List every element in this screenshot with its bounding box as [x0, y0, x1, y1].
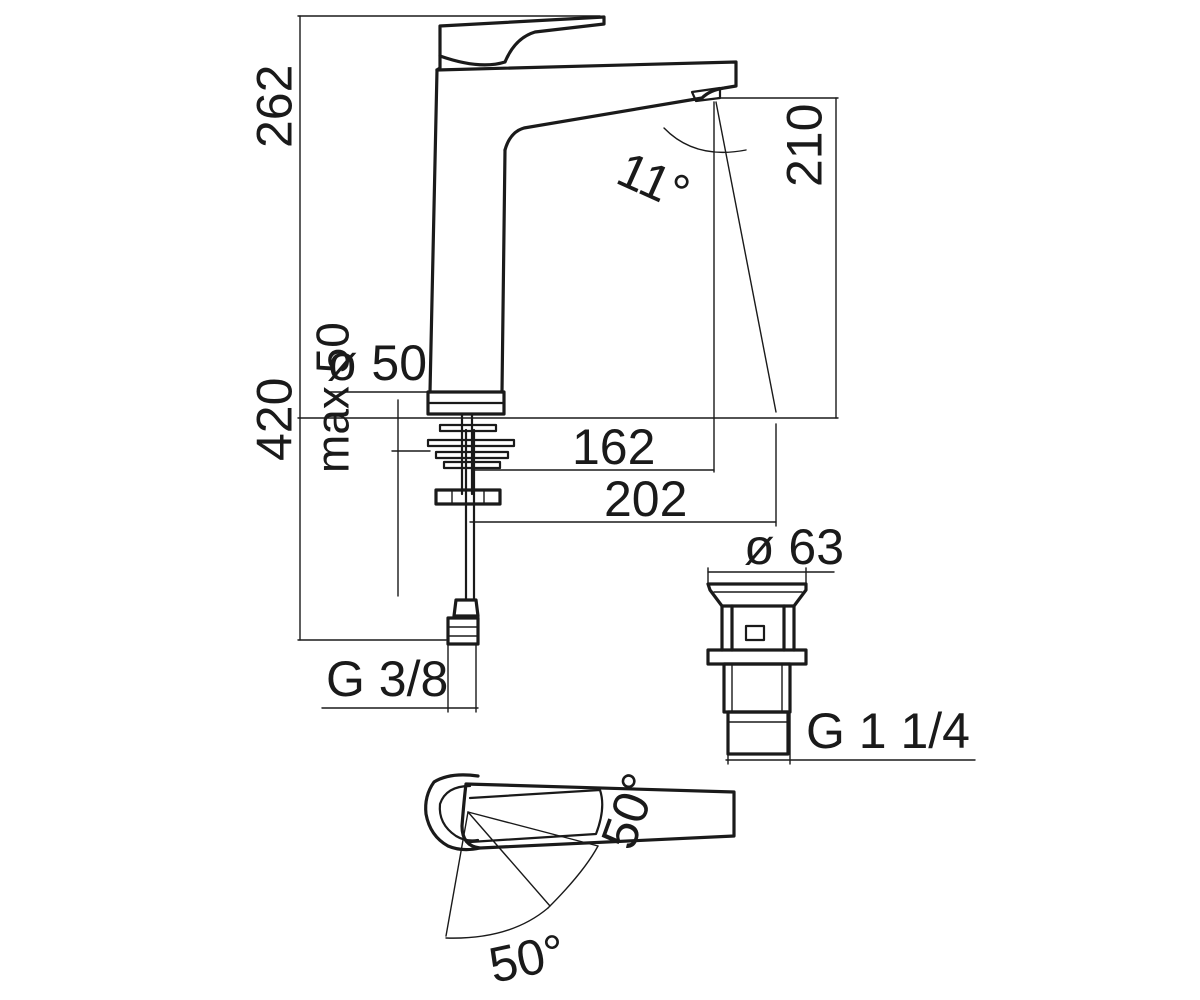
faucet-side-view [426, 15, 738, 416]
spout [435, 60, 738, 152]
overall-reach-label: 202 [604, 471, 687, 527]
spout-height-label: 210 [776, 104, 832, 187]
spout-reach-label: 162 [572, 419, 655, 475]
faucet-dimension-lines [297, 15, 839, 713]
total-height-label: 262 [246, 65, 302, 148]
inlet-thread-label: G 3/8 [326, 651, 448, 707]
under-deck-fixing [426, 412, 516, 646]
max-deck-thickness-label: max 50 [307, 322, 359, 473]
hose-length-label: 420 [246, 378, 302, 461]
waste-diameter-label: ø 63 [744, 519, 844, 575]
body-top [435, 54, 442, 72]
spout-angle-label: 11° [609, 141, 697, 221]
body-left-edge [428, 68, 439, 394]
faucet-top-view [424, 773, 736, 939]
base-diameter-label: ø 50 [327, 335, 427, 391]
waste-thread-label: G 1 1/4 [806, 703, 970, 759]
pop-up-waste [706, 567, 976, 765]
body-right-edge [500, 148, 507, 394]
lever-handle [438, 15, 606, 67]
dimension-labels: 262 210 11° ø 50 162 202 420 max 50 G 3/… [246, 65, 970, 994]
